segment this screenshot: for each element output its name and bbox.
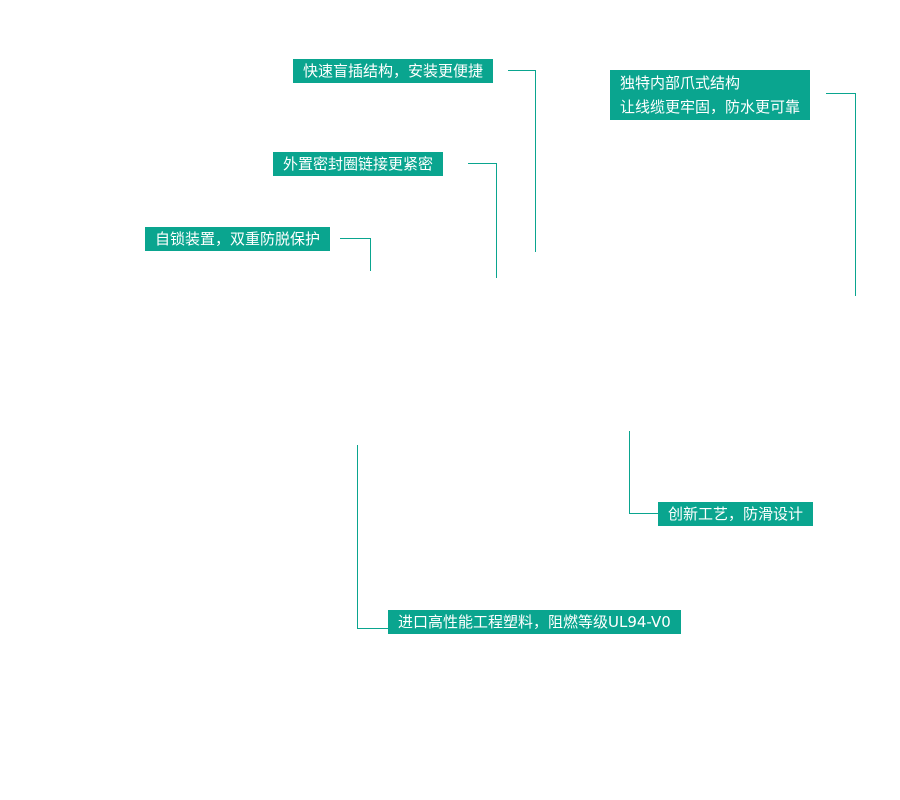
leader-line-anti-slip [629,431,658,514]
callout-claw-structure: 独特内部爪式结构 让线缆更牢固，防水更可靠 [610,70,811,120]
leader-line-material [357,445,388,629]
leader-line-quick-plug [508,70,536,252]
callout-text: 自锁装置，双重防脱保护 [155,230,321,248]
callout-quick-plug: 快速盲插结构，安装更便捷 [293,59,494,83]
callout-text: 快速盲插结构，安装更便捷 [303,62,484,80]
callout-text: 外置密封圈链接更紧密 [283,155,434,173]
callout-text-line-2: 让线缆更牢固，防水更可靠 [620,98,801,116]
callout-text-line-1: 独特内部爪式结构 [620,74,741,92]
leader-line-external-seal [468,163,497,278]
callout-text: 进口高性能工程塑料，阻燃等级UL94-V0 [398,613,671,631]
callout-self-lock: 自锁装置，双重防脱保护 [145,227,331,251]
leader-line-self-lock [340,238,371,271]
callout-material: 进口高性能工程塑料，阻燃等级UL94-V0 [388,610,681,634]
callout-external-seal: 外置密封圈链接更紧密 [273,152,444,176]
callout-anti-slip: 创新工艺，防滑设计 [658,502,814,526]
callout-text: 创新工艺，防滑设计 [668,505,804,523]
leader-line-claw-structure [826,93,856,296]
